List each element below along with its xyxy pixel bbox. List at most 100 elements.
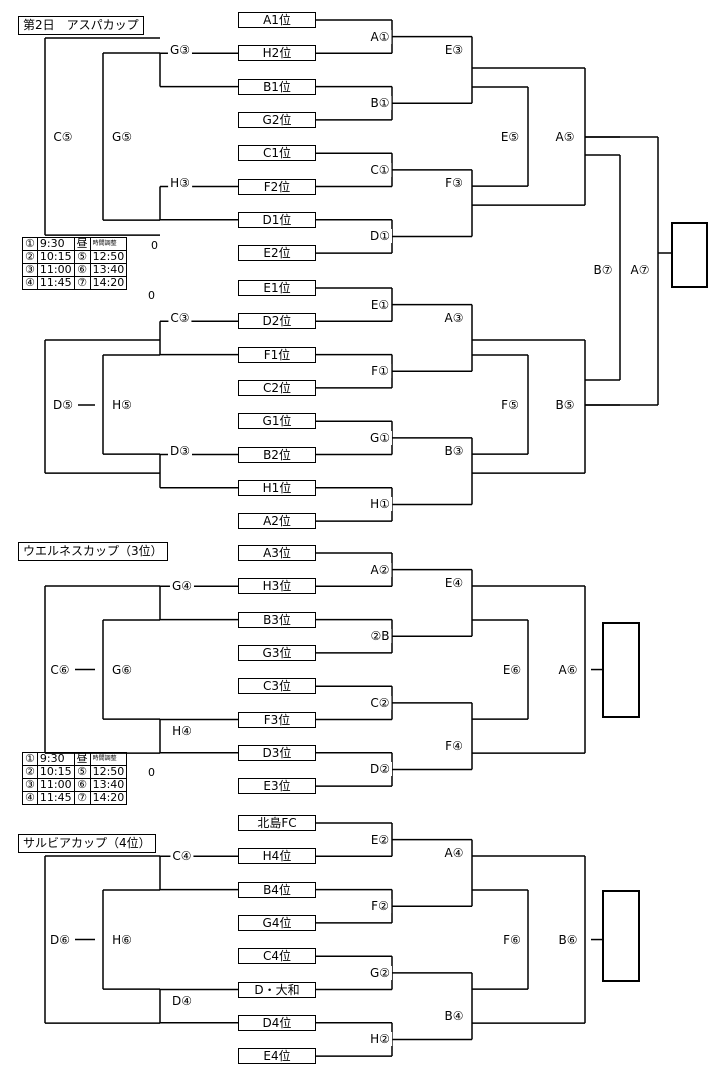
schedule-match-number: ⑤: [73, 250, 91, 264]
third-place-result-box: [602, 622, 640, 718]
team-slot: E2位: [238, 245, 316, 262]
match-label: A②: [368, 562, 392, 577]
team-slot: A3位: [238, 545, 316, 561]
match-label: C②: [368, 695, 392, 710]
match-label: G③: [167, 42, 193, 57]
match-label: E③: [442, 42, 466, 57]
schedule-match-number: ⑤: [73, 765, 91, 779]
team-slot: D・大和: [238, 981, 316, 998]
team-slot: C2位: [238, 379, 316, 396]
schedule-match-number: ②: [22, 250, 38, 264]
match-label: F①: [369, 364, 391, 379]
team-slot: G1位: [238, 413, 316, 430]
fourth-place-result-box: [602, 890, 640, 982]
section-title-salvia-cup: サルビアカップ（4位）: [18, 834, 156, 853]
team-slot: D4位: [238, 1014, 316, 1031]
schedule-time: 9:30: [36, 752, 75, 766]
schedule-match-number: ④: [22, 791, 38, 805]
match-label: ②B: [368, 629, 392, 644]
schedule-match-number: ②: [22, 765, 38, 779]
team-slot: C1位: [238, 145, 316, 162]
team-slot: E1位: [238, 280, 316, 296]
match-label: F⑤: [499, 398, 521, 412]
schedule-time: 10:15: [36, 250, 75, 264]
match-label: F④: [443, 739, 465, 754]
match-label: D④: [170, 994, 194, 1009]
match-label: A⑤: [553, 130, 577, 144]
match-label: E④: [442, 575, 466, 590]
team-slot: G2位: [238, 111, 316, 128]
match-label: A①: [368, 29, 392, 44]
match-label: H④: [170, 724, 194, 739]
match-label: D③: [168, 444, 192, 459]
champion-result-box: [671, 222, 708, 288]
team-slot: D2位: [238, 313, 316, 330]
schedule-time: 14:20: [89, 791, 128, 805]
schedule-zero: 0: [148, 766, 155, 779]
match-label: B③: [442, 444, 466, 459]
schedule-noon: 昼: [73, 752, 91, 766]
match-label: F②: [369, 899, 391, 914]
team-slot: C3位: [238, 678, 316, 695]
match-label: E①: [368, 297, 392, 312]
schedule-time-adjust: 時間調整: [89, 237, 128, 251]
match-label: A④: [442, 845, 466, 860]
schedule-match-number: ⑥: [73, 778, 91, 792]
match-label: G①: [367, 430, 393, 445]
match-label: C④: [170, 848, 194, 863]
match-label: E②: [368, 832, 392, 847]
match-label: C⑥: [48, 662, 72, 677]
section-title-aspa-cup: 第2日 アスパカップ: [18, 16, 144, 35]
match-label: G⑤: [109, 130, 135, 144]
match-label: B⑥: [556, 932, 580, 947]
schedule-match-number: ①: [22, 237, 38, 251]
schedule-zero: 0: [151, 239, 158, 252]
team-slot: A1位: [238, 12, 316, 28]
team-slot: H1位: [238, 479, 316, 496]
team-slot: F2位: [238, 178, 316, 195]
match-label: D②: [368, 762, 392, 777]
schedule-time: 11:00: [36, 263, 75, 277]
match-label: D⑤: [51, 398, 75, 412]
team-slot: H3位: [238, 578, 316, 595]
match-label: C①: [368, 162, 392, 177]
match-label: E⑥: [500, 662, 524, 677]
team-slot: B2位: [238, 446, 316, 463]
schedule-zero: 0: [148, 289, 155, 302]
schedule-time: 13:40: [89, 263, 128, 277]
team-slot: D3位: [238, 744, 316, 761]
team-slot: B1位: [238, 78, 316, 95]
schedule-match-number: ③: [22, 263, 38, 277]
schedule-time: 13:40: [89, 778, 128, 792]
match-label: D⑥: [48, 932, 72, 947]
schedule-match-number: ⑥: [73, 263, 91, 277]
team-slot: H4位: [238, 848, 316, 865]
team-slot: E4位: [238, 1048, 316, 1065]
schedule-match-number: ①: [22, 752, 38, 766]
match-label: H③: [168, 176, 192, 191]
match-label: B④: [442, 1009, 466, 1024]
schedule-time: 11:45: [36, 276, 75, 290]
team-slot: E3位: [238, 778, 316, 795]
team-slot: B4位: [238, 881, 316, 898]
team-slot: F1位: [238, 346, 316, 363]
match-label: C③: [168, 310, 192, 325]
match-label: A⑥: [556, 662, 580, 677]
team-slot: D1位: [238, 211, 316, 228]
schedule-time: 14:20: [89, 276, 128, 290]
match-label: G④: [169, 578, 195, 593]
match-label: H①: [368, 497, 392, 512]
team-slot: A2位: [238, 513, 316, 530]
match-label: B⑤: [553, 398, 577, 412]
match-label: H⑤: [110, 398, 134, 412]
schedule-time: 12:50: [89, 250, 128, 264]
match-label: D①: [368, 229, 392, 244]
schedule-match-number: ⑦: [73, 791, 91, 805]
schedule-match-number: ③: [22, 778, 38, 792]
match-label: E⑤: [498, 130, 522, 144]
schedule-time: 9:30: [36, 237, 75, 251]
schedule-noon: 昼: [73, 237, 91, 251]
schedule-time-adjust: 時間調整: [89, 752, 128, 766]
schedule-table: ① 9:30 昼 時間調整 ② 10:15 ⑤ 12:50 ③ 11:00 ⑥ …: [22, 752, 128, 805]
